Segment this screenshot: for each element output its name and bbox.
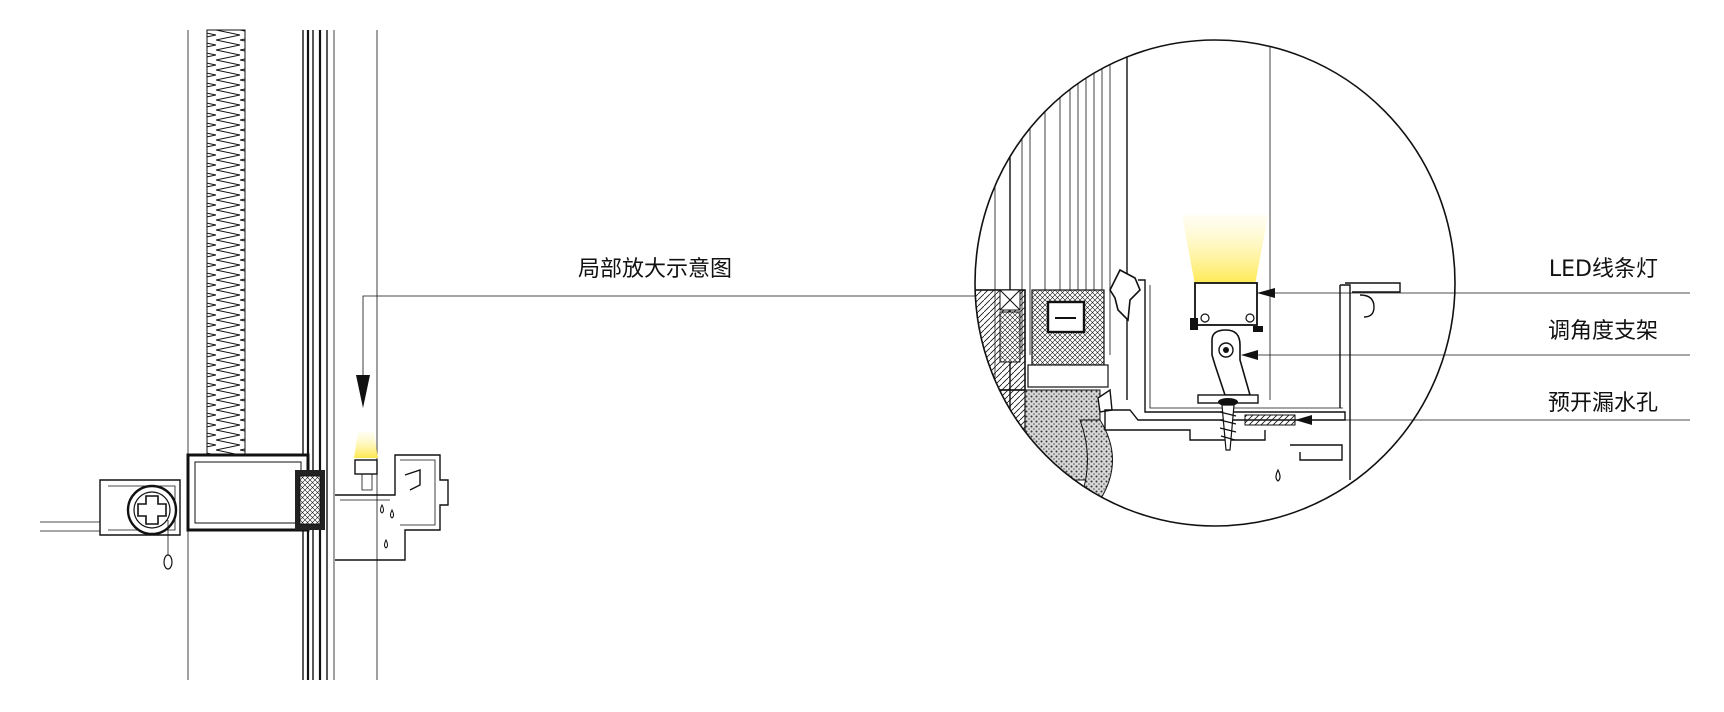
callout-leaders [1241, 288, 1690, 425]
zoom-gasket [1097, 268, 1141, 413]
led-strip-label: LED线条灯 [1549, 257, 1658, 282]
roller-blind-box [40, 479, 181, 570]
zoom-screw [1218, 398, 1238, 451]
glass-lines [302, 30, 335, 680]
zoom-circle [974, 39, 1456, 527]
main-section [40, 29, 975, 680]
insulation-panel [206, 29, 246, 459]
zoom-led-fixture [1182, 215, 1268, 332]
adjustable-bracket-label: 调角度支架 [1548, 319, 1658, 344]
zoom-transom [975, 289, 1109, 391]
zoom-channel-profile [1104, 279, 1401, 482]
magnified-detail [974, 39, 1456, 527]
zoom-drain-hole [1244, 414, 1296, 426]
drain-hole-label: 预开漏水孔 [1548, 391, 1658, 416]
led-bracket-profile [335, 432, 449, 561]
zoom-adjustable-bracket [1197, 329, 1259, 404]
zoom-title-label: 局部放大示意图 [578, 257, 732, 282]
zoom-leader [356, 295, 975, 408]
transom-profile [186, 453, 325, 532]
